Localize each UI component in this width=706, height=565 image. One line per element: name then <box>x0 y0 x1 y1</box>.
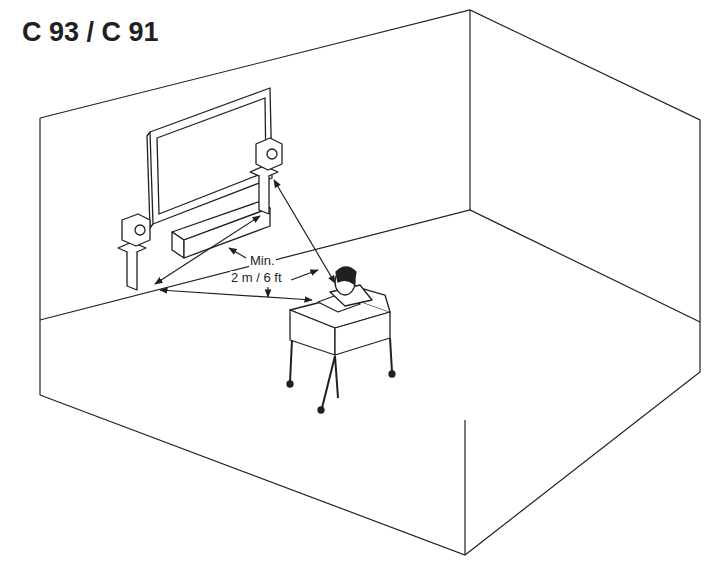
diagram-title: C 93 / C 91 <box>22 18 159 48</box>
dimension-label: 2 m / 6 ft <box>230 271 283 285</box>
dimension-label: Min. <box>249 254 276 268</box>
